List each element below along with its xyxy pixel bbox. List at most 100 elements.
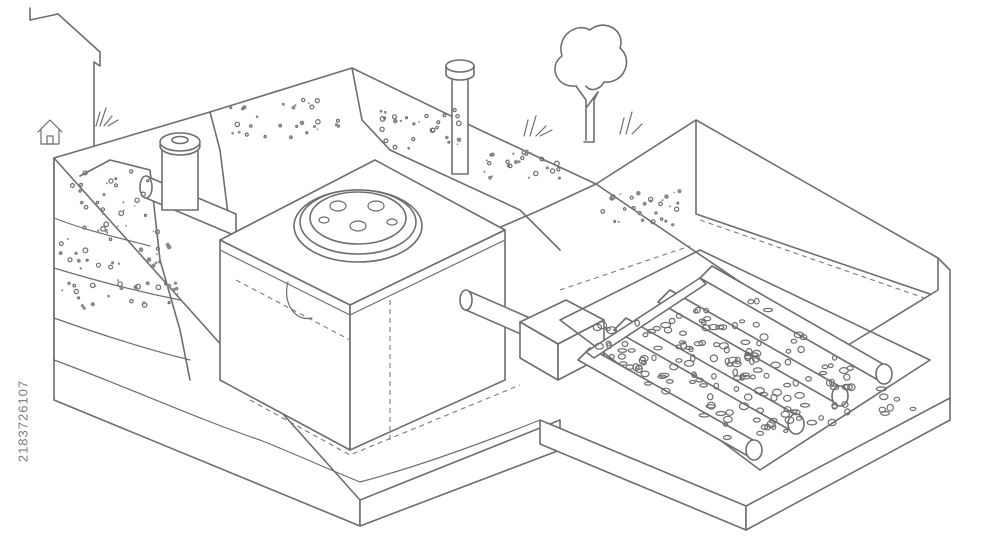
gravel-stone bbox=[641, 359, 647, 366]
soil-speckle bbox=[281, 102, 285, 106]
gravel-stone bbox=[756, 407, 765, 414]
gravel-stone bbox=[722, 422, 729, 427]
soil-speckle bbox=[173, 281, 178, 285]
gravel-stone bbox=[653, 345, 663, 351]
soil-speckle bbox=[119, 285, 124, 291]
soil-speckle bbox=[316, 128, 319, 131]
soil-speckle bbox=[677, 189, 682, 194]
gravel-stone bbox=[618, 361, 628, 366]
soil-speckle bbox=[117, 262, 121, 265]
gravel-stone bbox=[752, 321, 760, 328]
gravel-stone bbox=[678, 340, 687, 345]
soil-speckle bbox=[525, 149, 529, 153]
soil-speckle bbox=[404, 116, 409, 120]
gravel-stone bbox=[749, 356, 755, 366]
soil-speckle bbox=[617, 220, 620, 223]
soil-speckle bbox=[391, 114, 398, 120]
stock-id: 2183726107 bbox=[12, 316, 34, 526]
gravel-stone bbox=[841, 401, 849, 408]
gravel-stone bbox=[783, 382, 792, 388]
soil-speckle bbox=[336, 124, 341, 128]
cleanout-riser bbox=[159, 132, 201, 211]
gravel-stone bbox=[794, 391, 805, 399]
soil-speckle bbox=[155, 229, 161, 235]
soil-speckle bbox=[255, 115, 259, 118]
gravel-stone bbox=[678, 330, 687, 336]
gravel-stone bbox=[878, 393, 889, 401]
soil-speckle bbox=[164, 282, 168, 286]
soil-speckle bbox=[278, 123, 283, 128]
soil-speckle bbox=[76, 296, 81, 300]
soil-speckle bbox=[455, 114, 460, 119]
gravel-stone bbox=[827, 418, 837, 427]
soil-speckle bbox=[507, 163, 513, 169]
soil-speckle bbox=[335, 118, 340, 123]
soil-speckle bbox=[640, 218, 645, 223]
gravel-stone bbox=[797, 345, 805, 354]
house-icon bbox=[37, 119, 63, 145]
gravel-stone bbox=[608, 353, 615, 360]
soil-speckle bbox=[392, 144, 398, 150]
soil-speckle bbox=[145, 281, 150, 286]
soil-speckle bbox=[67, 257, 73, 263]
soil-speckle bbox=[128, 169, 134, 174]
soil-speckle bbox=[309, 104, 315, 110]
soil-speckle bbox=[549, 168, 556, 174]
gravel-stone bbox=[597, 321, 608, 330]
soil-speckle bbox=[456, 137, 462, 143]
gravel-stone bbox=[711, 372, 717, 380]
soil-speckle bbox=[134, 197, 140, 203]
gravel-stone bbox=[875, 386, 887, 392]
soil-speckle bbox=[82, 306, 86, 310]
gravel-stone bbox=[700, 319, 707, 326]
gravel-stone bbox=[634, 319, 641, 327]
soil-speckle bbox=[445, 135, 449, 140]
soil-speckle bbox=[85, 258, 89, 262]
soil-speckle bbox=[58, 241, 64, 247]
gravel-stone bbox=[638, 356, 647, 365]
gravel-stone bbox=[699, 383, 708, 388]
gravel-stone bbox=[727, 356, 738, 364]
soil-speckle bbox=[158, 260, 162, 264]
soil-speckle bbox=[110, 261, 115, 265]
gravel-stone bbox=[792, 379, 800, 387]
soil-speckle bbox=[107, 294, 110, 298]
soil-speckle bbox=[79, 182, 84, 187]
soil-speckle bbox=[668, 205, 671, 208]
soil-speckle bbox=[455, 120, 462, 127]
gravel-stone bbox=[715, 324, 725, 330]
soil-speckle bbox=[412, 122, 416, 126]
soil-speckle bbox=[312, 124, 317, 129]
soil-speckle bbox=[637, 210, 642, 216]
soil-speckles bbox=[58, 97, 682, 310]
soil-speckle bbox=[452, 107, 457, 113]
gravel-stone bbox=[642, 332, 649, 338]
gravel-stone bbox=[806, 419, 818, 426]
soil-speckle bbox=[114, 177, 118, 181]
gravel-stone bbox=[784, 358, 792, 366]
soil-speckle bbox=[436, 120, 441, 125]
gravel-stone bbox=[691, 373, 698, 379]
soil-speckle bbox=[100, 225, 106, 232]
soil-speckle bbox=[543, 159, 546, 162]
gravel-stone bbox=[639, 355, 649, 363]
gravel-stone bbox=[657, 374, 668, 379]
soil-speckle bbox=[67, 281, 71, 285]
soil-speckle bbox=[642, 201, 647, 206]
soil-speckle bbox=[140, 191, 146, 197]
grass-icon bbox=[95, 107, 119, 127]
soil-speckle bbox=[517, 160, 521, 164]
soil-speckle bbox=[175, 287, 179, 291]
gravel-stone bbox=[722, 434, 732, 441]
gravel-stone bbox=[675, 313, 683, 319]
gravel-stone bbox=[733, 386, 740, 393]
soil-speckle bbox=[664, 194, 669, 199]
soil-speckle bbox=[116, 279, 119, 282]
soil-speckle bbox=[241, 107, 245, 111]
soil-speckle bbox=[411, 137, 416, 142]
soil-speckle bbox=[155, 284, 162, 291]
gravel-stone bbox=[756, 430, 764, 436]
soil-speckle bbox=[522, 149, 525, 152]
soil-speckle bbox=[69, 183, 75, 189]
soil-speckle bbox=[636, 191, 641, 196]
